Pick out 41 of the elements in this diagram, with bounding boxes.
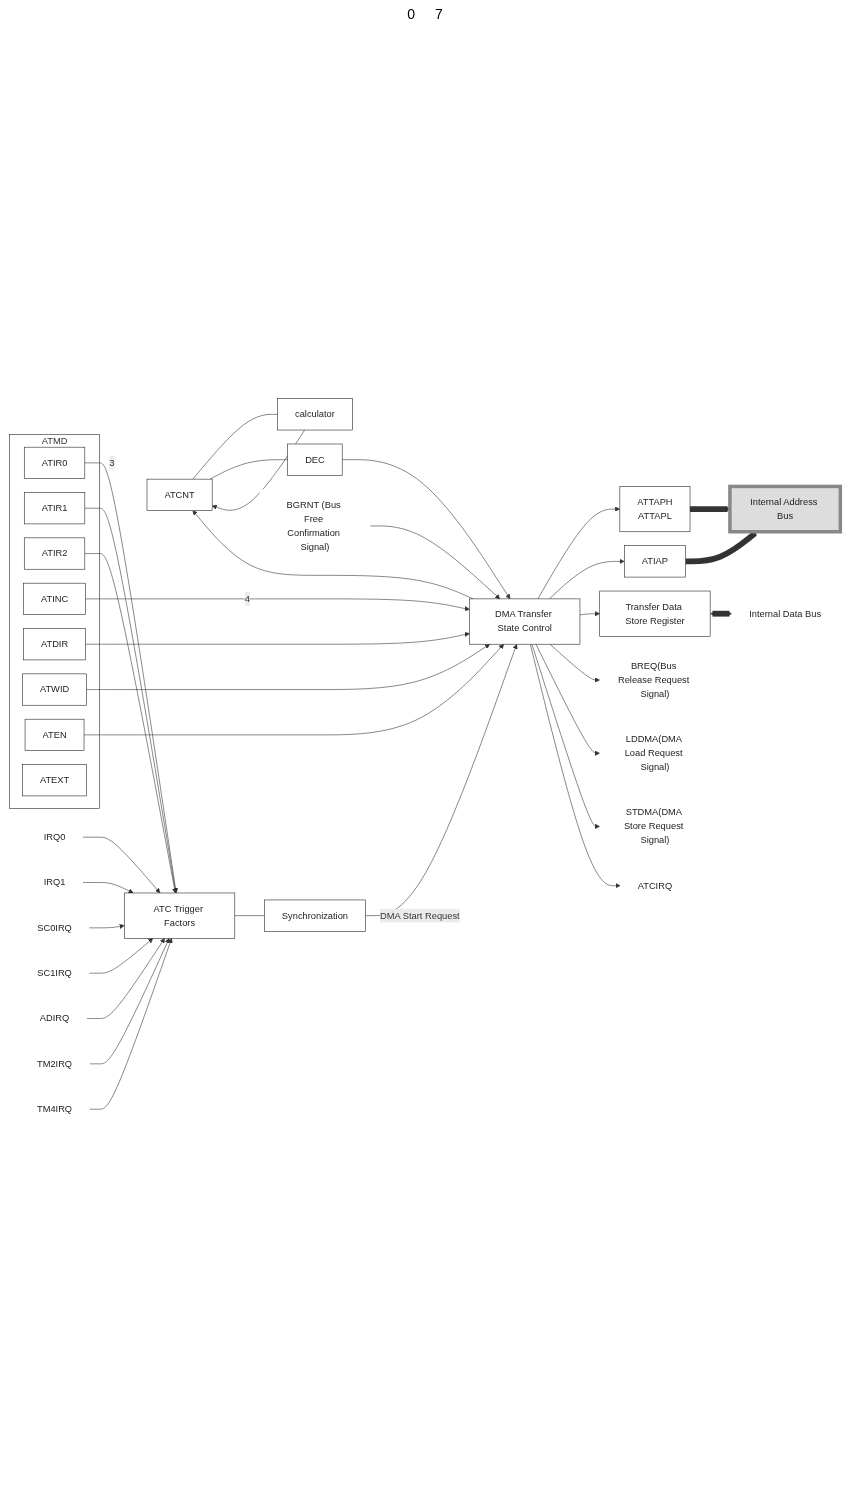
node-box: ATINC bbox=[23, 582, 86, 615]
node-box: ATCNT bbox=[146, 478, 213, 511]
node-box: ATIAP bbox=[624, 545, 686, 578]
edge-label: DMA Start Request bbox=[380, 910, 460, 921]
node-box: Transfer Data Store Register bbox=[599, 590, 711, 637]
node-text: ADIRQ bbox=[39, 1013, 70, 1023]
connector bbox=[234, 915, 265, 916]
arrow bbox=[710, 610, 732, 617]
node-box: Synchronization bbox=[264, 899, 366, 932]
bit-number: 7 bbox=[435, 6, 443, 22]
node-box: ATIR2 bbox=[24, 537, 86, 570]
node-text: STDMA(DMA Store Request Signal) bbox=[623, 806, 684, 845]
node-box: ATDIR bbox=[23, 627, 86, 660]
node-text: IRQ0 bbox=[43, 831, 66, 842]
node-text: TM4IRQ bbox=[36, 1103, 73, 1114]
node-box: ATWID bbox=[22, 673, 87, 706]
connector bbox=[209, 459, 288, 480]
node-text: BREQ(Bus Release Request Signal) bbox=[617, 660, 690, 699]
bit-number: 0 bbox=[407, 6, 415, 22]
node-box: Internal Address Bus bbox=[728, 484, 843, 534]
node-box: ATTAPH ATTAPL bbox=[619, 485, 691, 532]
edge-label: 3 bbox=[109, 457, 115, 468]
node-text: Internal Data Bus bbox=[749, 608, 822, 619]
arrow bbox=[690, 505, 731, 512]
node-box: ATC Trigger Factors bbox=[124, 892, 236, 939]
node-text: LDDMA(DMA Load Request Signal) bbox=[624, 733, 683, 772]
node-box: DEC bbox=[287, 443, 343, 476]
node-text: SC0IRQ bbox=[37, 922, 72, 933]
node-box: ATEXT bbox=[22, 763, 87, 796]
connector bbox=[192, 413, 278, 480]
node-text: IRQ1 bbox=[43, 877, 66, 887]
edge-label: 4 bbox=[244, 593, 250, 604]
node-box: DMA Transfer State Control bbox=[469, 598, 581, 645]
node-box: ATEN bbox=[24, 718, 85, 751]
node-box: ATIR0 bbox=[24, 446, 86, 479]
node-box: ATIR1 bbox=[24, 491, 86, 524]
node-text: TM2IRQ bbox=[36, 1058, 73, 1069]
node-text: ATCIRQ bbox=[637, 880, 673, 891]
node-text: BGRNT (Bus Free Confirmation Signal) bbox=[286, 499, 341, 552]
node-text: SC1IRQ bbox=[37, 967, 72, 978]
node-box: calculator bbox=[277, 398, 353, 431]
